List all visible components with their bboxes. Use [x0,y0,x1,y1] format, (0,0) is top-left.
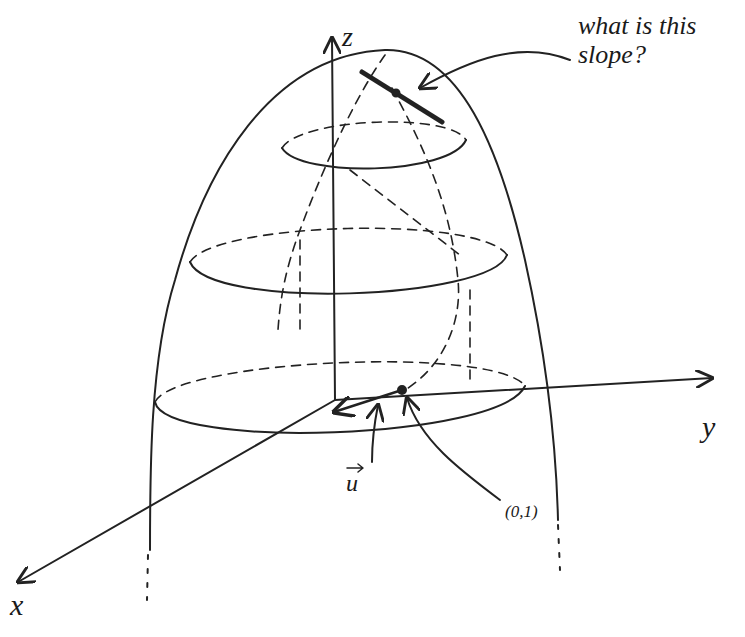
level-curve-middle-back [190,228,507,262]
level-curve-bottom-back [155,362,525,402]
outline-continuation [147,525,560,600]
point-label: (0,1) [505,503,538,522]
vector-label: u [346,470,358,496]
slice-curve-left [278,55,385,330]
level-curve-top [282,140,466,169]
tangent-line [362,72,442,122]
z-axis [332,38,335,400]
guide-line [350,170,460,255]
annotation-note: what is this slope? [578,12,738,69]
surface-outline [150,50,558,550]
level-curve-middle [190,255,507,294]
drop-line [299,240,301,330]
axis-label: y [702,410,715,443]
axis-label: x [10,588,23,621]
vector-u [334,390,402,412]
level-curve-bottom [155,386,525,433]
slice-curve [392,88,459,390]
annotation-leader [420,52,570,88]
u-leader [372,405,378,462]
x-axis [18,400,335,582]
drop-line [469,290,471,382]
axis-label: z [342,22,353,53]
tangent-point [393,90,400,97]
point-leader [407,398,500,500]
level-curve-top-back [282,122,466,148]
